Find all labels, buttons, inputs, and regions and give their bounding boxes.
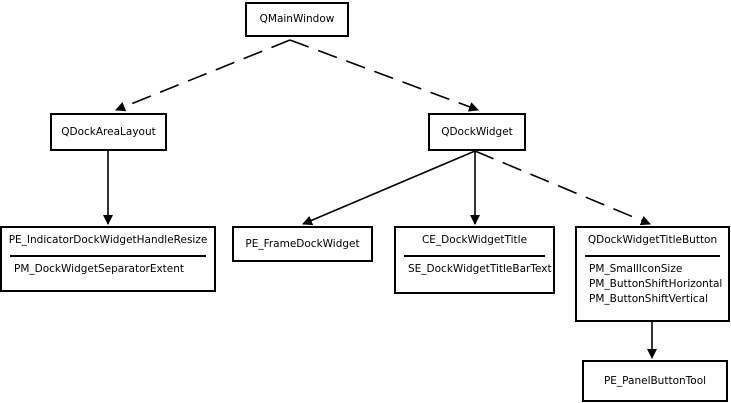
node-title: PE_PanelButtonTool: [603, 374, 707, 387]
node-title: QDockWidgetTitleButton: [587, 234, 718, 246]
node-qdockwidget: QDockWidget: [428, 113, 526, 151]
node-member: PM_SmallIconSize: [589, 263, 683, 275]
node-member: PM_DockWidgetSeparatorExtent: [14, 263, 185, 275]
node-qmainwindow: QMainWindow: [245, 2, 349, 37]
node-title: QDockWidget: [441, 125, 513, 138]
node-title: QMainWindow: [259, 13, 335, 25]
node-member: PM_ButtonShiftHorizontal: [589, 278, 723, 290]
node-member: SE_DockWidgetTitleBarText: [408, 263, 552, 275]
node-panel-button-tool: PE_PanelButtonTool: [582, 360, 728, 402]
node-divider: [404, 255, 545, 257]
node-title: CE_DockWidgetTitle: [421, 234, 528, 246]
node-title: PE_IndicatorDockWidgetHandleResize: [8, 234, 208, 246]
edge-qdockwidget-to-titlebutton: [474, 150, 651, 226]
node-frame-dock-widget: PE_FrameDockWidget: [232, 226, 373, 262]
node-member: PM_ButtonShiftVertical: [589, 293, 708, 305]
node-divider: [585, 255, 720, 257]
edge-qdockwidget-to-framedockwidget: [302, 150, 476, 226]
node-title: QDockAreaLayout: [61, 125, 156, 138]
edge-qmainwindow-to-qdockarealayout: [115, 39, 291, 112]
edge-qmainwindow-to-qdockwidget: [289, 39, 479, 112]
node-divider: [10, 255, 206, 257]
node-title: PE_FrameDockWidget: [245, 237, 360, 250]
node-qdockarealayout: QDockAreaLayout: [50, 113, 167, 151]
